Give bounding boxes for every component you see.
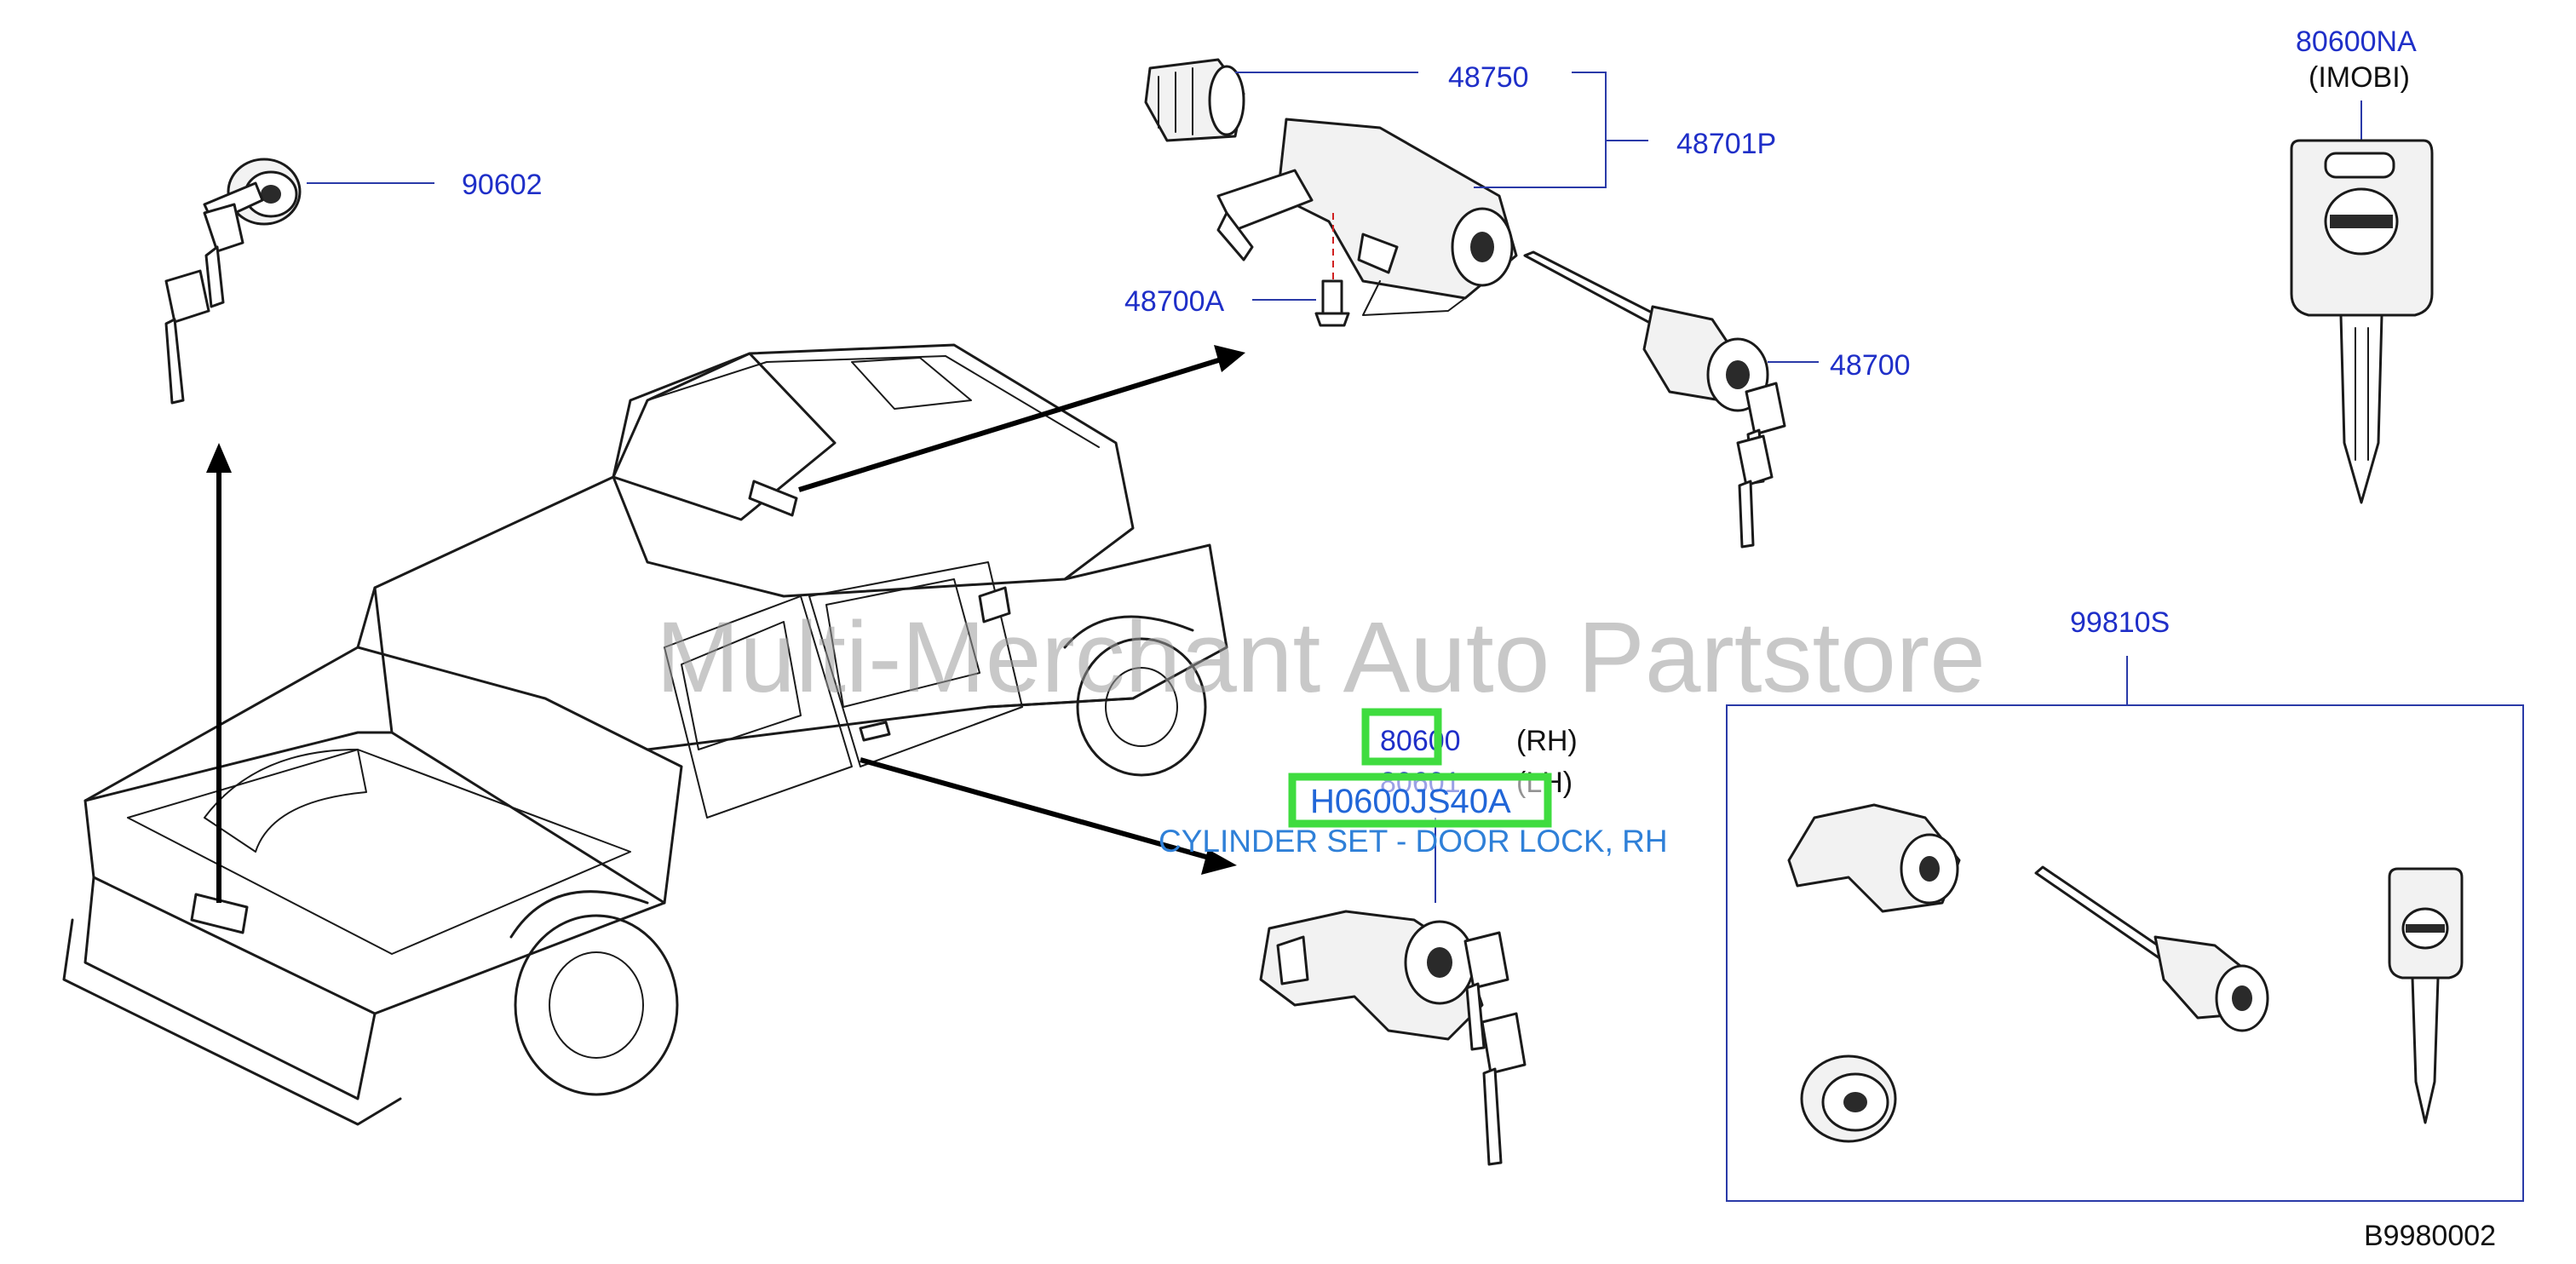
screw-icon xyxy=(1314,279,1350,327)
callout-48750: 48750 xyxy=(1448,61,1529,94)
callout-rh: (RH) xyxy=(1516,725,1578,757)
door-key-icon xyxy=(1463,931,1527,1166)
set-tailgate-cylinder-icon xyxy=(1800,1054,1897,1143)
callout-48701P: 48701P xyxy=(1676,128,1776,160)
cylinder-set-box xyxy=(1726,704,2524,1202)
callout-48700: 48700 xyxy=(1830,349,1911,382)
callout-80600: 80600 xyxy=(1380,725,1461,757)
ignition-cylinder-icon xyxy=(1144,58,1245,142)
diagram-id: B9980002 xyxy=(2364,1220,2496,1252)
highlight-box-80600 xyxy=(1361,708,1442,766)
key-icon xyxy=(164,203,244,405)
highlight-part-number: H0600JS40A xyxy=(1310,783,1511,820)
ignition-switch-icon xyxy=(1216,118,1518,316)
watermark: Multi-Merchant Auto Partstore xyxy=(656,601,1986,714)
highlight-box-part-number xyxy=(1288,773,1552,828)
callout-imobi: (IMOBI) xyxy=(2309,61,2410,94)
lock-cylinder-with-rod-icon xyxy=(1523,250,1786,549)
callout-99810S: 99810S xyxy=(2070,606,2170,639)
set-lock-cylinder-with-rod-icon xyxy=(2034,865,2269,1032)
set-key-icon xyxy=(2388,867,2464,1124)
direction-arrows xyxy=(206,345,1245,903)
highlight-description: CYLINDER SET - DOOR LOCK, RH xyxy=(1159,824,1668,859)
callout-48700A: 48700A xyxy=(1124,285,1225,318)
callout-80600NA: 80600NA xyxy=(2296,26,2417,58)
door-lock-cylinder-icon xyxy=(1259,910,1484,1041)
key-fob-icon xyxy=(2290,139,2434,504)
callout-90602: 90602 xyxy=(462,169,543,201)
pickup-truck-icon xyxy=(62,343,1228,1126)
set-door-lock-cylinder-icon xyxy=(1787,803,1961,913)
